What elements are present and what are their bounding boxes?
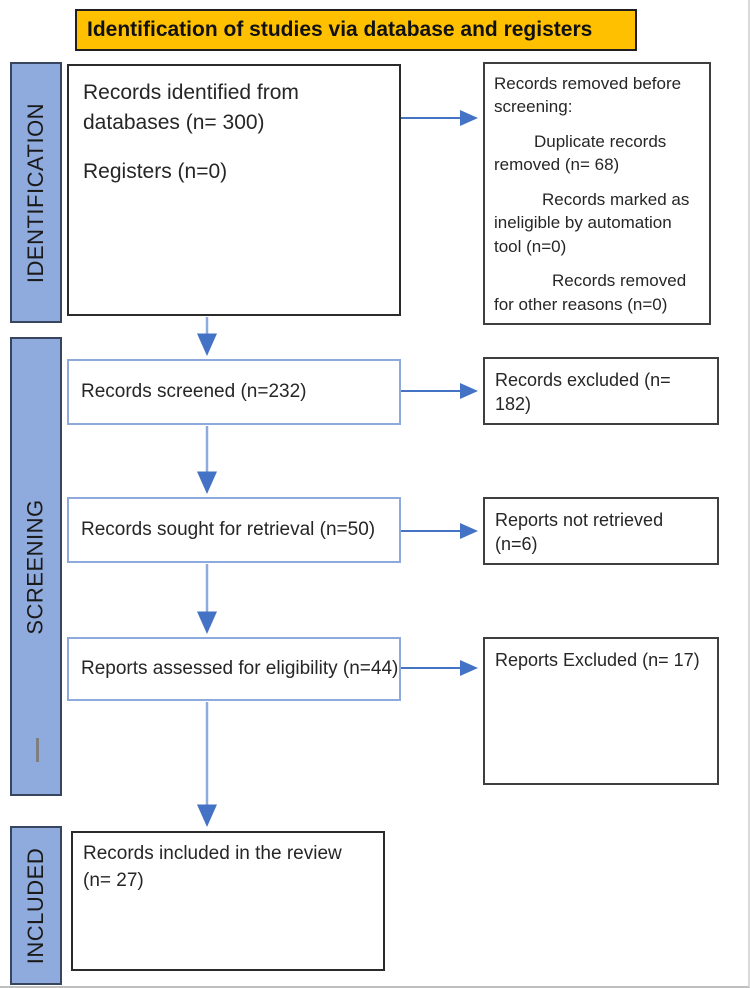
reports-excluded-text: Reports Excluded (n= 17)	[495, 650, 700, 670]
registers-text: Registers (n=0)	[83, 159, 228, 183]
box-reports-excluded: Reports Excluded (n= 17)	[483, 637, 719, 785]
removed-item-automation: Records marked as ineligible by automati…	[494, 189, 690, 256]
box-records-excluded: Records excluded (n= 182)	[483, 357, 719, 425]
diagram-title-banner: Identification of studies via database a…	[75, 9, 637, 51]
removed-item-duplicates: Duplicate records removed (n= 68)	[494, 131, 667, 175]
records-removed-heading: Records removed before screening:	[494, 74, 682, 117]
phase-bar-included: INCLUDED	[10, 826, 62, 985]
phase-bar-identification: IDENTIFICATION	[10, 62, 62, 323]
box-reports-not-retrieved: Reports not retrieved (n=6)	[483, 497, 719, 565]
reports-not-retrieved-text: Reports not retrieved (n=6)	[495, 510, 664, 555]
box-records-included: Records included in the review (n= 27)	[71, 831, 385, 971]
phase-label-identification: IDENTIFICATION	[23, 102, 48, 283]
phase-label-screening: SCREENING	[23, 498, 49, 635]
box-records-identified: Records identified from databases (n= 30…	[67, 64, 401, 316]
box-records-sought: Records sought for retrieval (n=50)	[67, 497, 401, 563]
removed-item-other: Records removed for other reasons (n=0)	[494, 271, 687, 314]
diagram-title: Identification of studies via database a…	[87, 18, 593, 41]
records-included-text: Records included in the review (n= 27)	[83, 843, 342, 891]
box-records-removed: Records removed before screening: Duplic…	[483, 62, 711, 325]
box-records-screened: Records screened (n=232)	[67, 359, 401, 425]
screening-bar-dash-mark	[36, 738, 39, 762]
phase-bar-screening: SCREENING	[10, 337, 62, 796]
phase-label-included: INCLUDED	[23, 847, 48, 964]
box-reports-assessed: Reports assessed for eligibility (n=44)	[67, 637, 401, 701]
records-screened-text: Records screened (n=232)	[81, 381, 307, 402]
records-identified-text: Records identified from databases (n= 30…	[83, 81, 299, 135]
records-excluded-text: Records excluded (n= 182)	[495, 370, 671, 415]
reports-assessed-text: Reports assessed for eligibility (n=44)	[81, 658, 399, 679]
records-sought-text: Records sought for retrieval (n=50)	[81, 519, 376, 540]
